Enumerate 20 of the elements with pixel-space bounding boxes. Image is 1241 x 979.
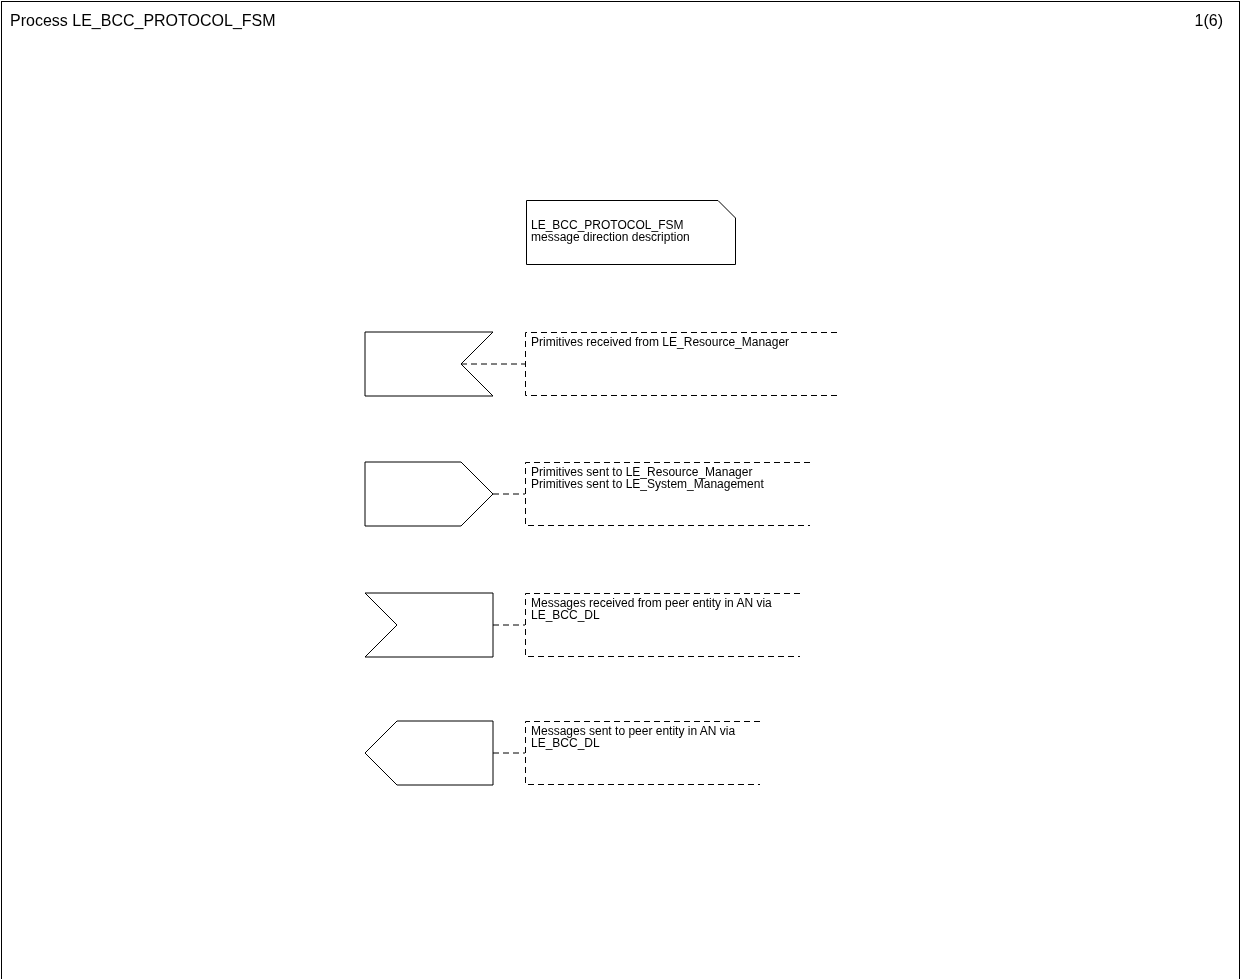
comment-connector bbox=[492, 624, 526, 626]
comment-symbol bbox=[525, 462, 810, 526]
comment-text: Messages sent to peer entity in AN via LE_BCC_DL bbox=[531, 725, 736, 749]
process-title: Process LE_BCC_PROTOCOL_FSM bbox=[10, 12, 276, 30]
page-number: 1(6) bbox=[1194, 12, 1223, 30]
comment-connector bbox=[492, 752, 526, 754]
comment-symbol bbox=[525, 721, 760, 785]
comment-connector bbox=[492, 493, 526, 495]
comment-text: Primitives sent to LE_Resource_Manager bbox=[531, 466, 753, 478]
input-signal-symbol bbox=[365, 332, 493, 396]
comment-text: Primitives sent to LE_System_Management bbox=[531, 478, 765, 490]
note-text: LE_BCC_PROTOCOL_FSM message direction description bbox=[531, 219, 691, 243]
text-symbol bbox=[526, 200, 736, 265]
comment-text: Primitives received from LE_Resource_Manager bbox=[531, 336, 791, 348]
comment-text: Messages received from peer entity in AN via LE_BCC_DL bbox=[531, 597, 773, 621]
comment-symbol bbox=[525, 593, 800, 657]
comment-symbol bbox=[525, 332, 837, 396]
input-message-symbol bbox=[365, 593, 493, 657]
output-message-symbol bbox=[365, 721, 493, 785]
output-signal-symbol bbox=[365, 462, 493, 526]
